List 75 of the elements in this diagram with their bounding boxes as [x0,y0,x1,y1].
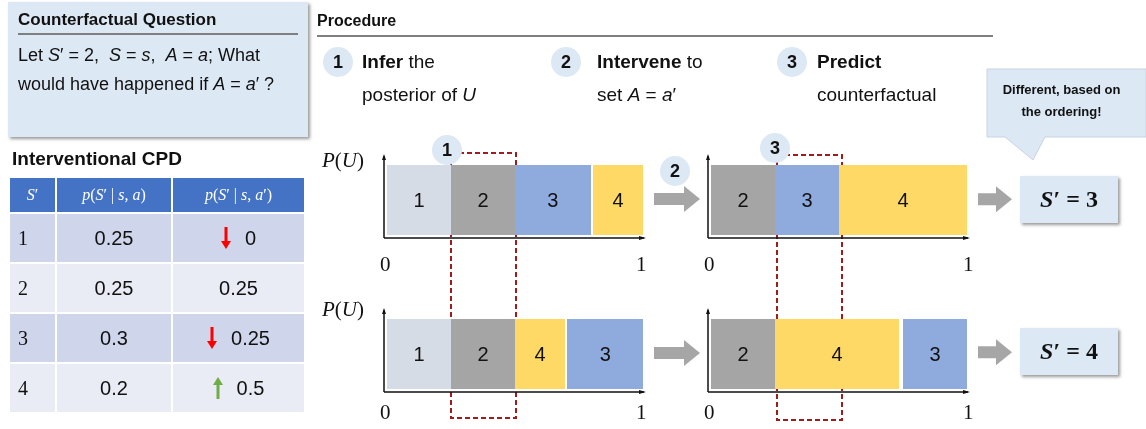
step-number-badge: 2 [660,156,690,186]
bar-segment [567,319,643,389]
tick-label: 0 [704,252,715,277]
bar-segment [451,319,515,389]
bar-segment [903,319,967,389]
cell-text: 4 [18,376,28,400]
segment-label: 3 [599,342,611,366]
segment-label: 2 [737,342,749,366]
segment-label: 4 [612,188,624,212]
bar-segment [451,165,515,235]
tick-label: 1 [636,252,647,277]
tick-label: 0 [380,400,391,425]
tick-label: 1 [963,252,974,277]
cell-text: 0.5 [236,376,265,400]
step-number-badge: 1 [323,47,353,77]
section-heading: Procedure [317,12,397,30]
question-text: Let S′ = 2, S = s, A = a; What would have happened if A = a′ ? [18,44,276,96]
section-heading: Interventional CPD [12,148,182,170]
bar-segment [515,319,565,389]
header-text: p(S′ | s, a) [82,186,146,204]
step-number-badge: 3 [777,47,807,77]
step-number-badge: 3 [760,133,790,163]
segment-label: 1 [413,342,425,366]
arrow [654,186,700,212]
cell-text: 0.25 [94,276,134,300]
cell-text: 0.25 [231,326,270,350]
bar-segment [775,165,839,235]
tick-label: 0 [380,252,391,277]
step-description: Intervene to set A = a′ [597,50,704,107]
cell-text: 1 [18,226,28,250]
step-number-badge: 2 [551,47,581,77]
bar-segment [387,319,451,389]
result-box: S′ = 3 [1020,176,1118,223]
segment-label: 2 [737,188,749,212]
header-text: p(S′ | s, a′) [204,186,273,204]
segment-label: 2 [477,342,489,366]
card-heading: Counterfactual Question [18,10,298,35]
arrow [978,339,1012,366]
bar-segment [593,165,643,235]
step-number-badge: 1 [432,135,462,165]
segment-label: 4 [534,342,546,366]
bar-segment [775,319,900,389]
callout-text: Different, based on the ordering! [1001,81,1122,121]
cell-text: 0.3 [100,326,128,350]
result-box: S′ = 4 [1020,328,1118,375]
bar-segment [839,165,967,235]
tick-label: 0 [704,400,715,425]
cell-text: 3 [18,326,28,350]
cell-text: 0.25 [94,226,134,250]
segment-label: 4 [831,342,843,366]
bar-segment [711,319,775,389]
axis-label: P(U) [322,148,364,173]
arrow [654,340,700,366]
speech-callout [985,67,1146,162]
segment-label: 3 [547,188,559,212]
arrow [978,186,1012,213]
bar-segment [387,165,451,235]
segment-label: 1 [413,188,425,212]
cell-text: 0 [244,226,257,250]
segment-label: 3 [801,188,813,212]
bar-segment [711,165,775,235]
question-card [8,2,308,137]
header-text: S′ [26,186,39,204]
step-description: Infer the posterior of U [362,50,478,107]
tick-label: 1 [636,400,647,425]
segment-label: 3 [929,342,941,366]
cell-text: 0.2 [100,376,128,400]
segment-label: 4 [897,188,909,212]
cell-text: 2 [18,276,28,300]
segment-label: 2 [477,188,489,212]
tick-label: 1 [963,400,974,425]
cell-text: 0.25 [219,276,258,300]
bar-segment [515,165,591,235]
step-description: Predict counterfactual [817,50,938,107]
axis-label: P(U) [322,297,364,322]
